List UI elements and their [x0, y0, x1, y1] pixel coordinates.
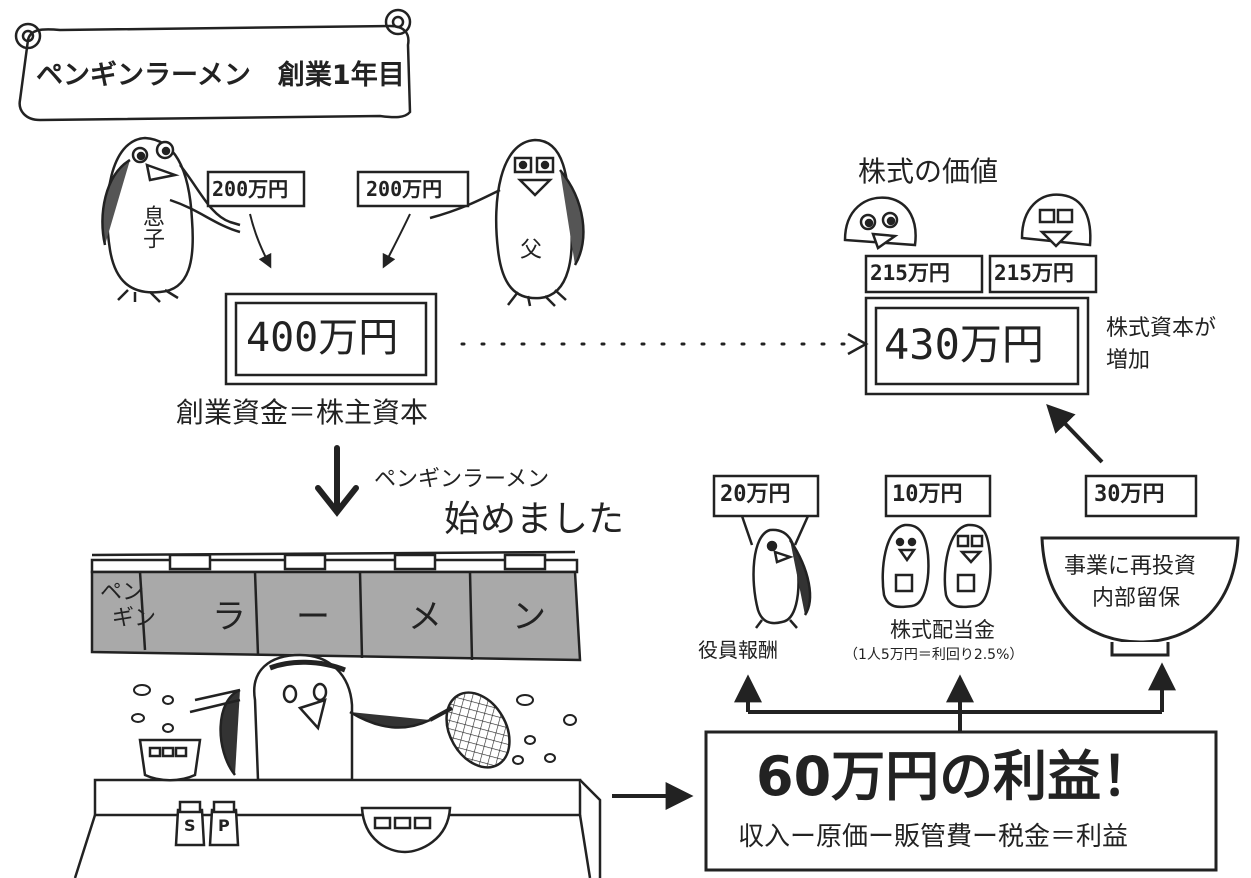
dividend-amount-box: [884, 474, 992, 518]
water-splashes: [131, 684, 577, 765]
distribution-arrows: [734, 662, 1176, 732]
dividend-penguins: [881, 523, 992, 609]
executive-amount: 20万円: [720, 482, 791, 507]
founding-capital-total: 400万円: [246, 315, 399, 361]
reinvest-to-capital-arrow: [1046, 403, 1104, 464]
noren-char-4: ー: [296, 597, 330, 637]
father-label: 父: [520, 238, 543, 263]
son-share-value-box: [864, 254, 984, 294]
father-share-value: 215万円: [994, 261, 1074, 285]
son-penguin: [101, 136, 241, 303]
father-share-value-box: [988, 254, 1098, 294]
reinvest-amount: 30万円: [1094, 482, 1165, 507]
opening-line1: ペンギンラーメン: [374, 467, 550, 492]
chef-penguin: [189, 653, 511, 782]
father-amount: 200万円: [366, 177, 443, 201]
dividend-amount: 10万円: [892, 482, 963, 507]
son-label: 息子: [139, 205, 164, 249]
noren-char-1: ペン: [100, 580, 145, 605]
reinvest-label-line1: 事業に再投資: [1064, 554, 1197, 579]
down-arrow: [315, 445, 359, 517]
son-share-value: 215万円: [870, 261, 950, 285]
pepper-shaker-label: P: [218, 816, 230, 835]
founding-capital-box: [224, 292, 438, 386]
executive-amount-box: [712, 474, 820, 518]
executive-label: 役員報酬: [698, 638, 778, 662]
father-amount-box: [356, 170, 470, 208]
opening-line2: 始めました: [444, 499, 625, 540]
founding-caption: 創業資金＝株主資本: [176, 396, 429, 429]
reinvest-label-line2: 内部留保: [1092, 586, 1181, 611]
share-penguins: [843, 193, 1092, 250]
reinvest-amount-box: [1084, 474, 1198, 518]
noren-curtain: [90, 550, 582, 662]
noren-char-5: メ: [408, 597, 442, 637]
bowl-on-shelf: [138, 738, 202, 782]
counter: [73, 778, 602, 878]
shares-note-line2: 増加: [1106, 348, 1151, 373]
dividend-note: （1人5万円＝利回り2.5%）: [844, 647, 1024, 663]
dividend-label: 株式配当金: [890, 618, 995, 642]
shares-note-line1: 株式資本が: [1106, 316, 1217, 341]
reinvest-bowl: [1040, 536, 1240, 657]
profit-formula: 収入ー原価ー販管費ー税金＝利益: [738, 822, 1129, 852]
son-contribution-arrow: [249, 213, 272, 269]
son-amount-box: [206, 170, 306, 208]
shares-title: 株式の価値: [858, 155, 999, 188]
profit-headline: 60万円の利益！: [756, 745, 1156, 808]
ramen-bowl: [360, 806, 452, 854]
salt-shaker-label: S: [184, 816, 196, 835]
executive-penguin: [740, 515, 812, 629]
noren-char-3: ラ: [212, 597, 246, 637]
father-penguin: [429, 138, 585, 307]
salt-pepper-shakers: [174, 800, 240, 847]
father-contribution-arrow: [382, 213, 411, 269]
scroll-banner: [14, 8, 412, 122]
banner-title: ペンギンラーメン 創業1年目: [36, 60, 405, 91]
noren-char-2: ギン: [112, 606, 157, 631]
noren-char-6: ン: [512, 597, 546, 637]
share-capital-box: [864, 296, 1090, 396]
share-capital-total: 430万円: [884, 320, 1044, 369]
son-amount: 200万円: [212, 177, 289, 201]
profit-box: [704, 730, 1218, 872]
